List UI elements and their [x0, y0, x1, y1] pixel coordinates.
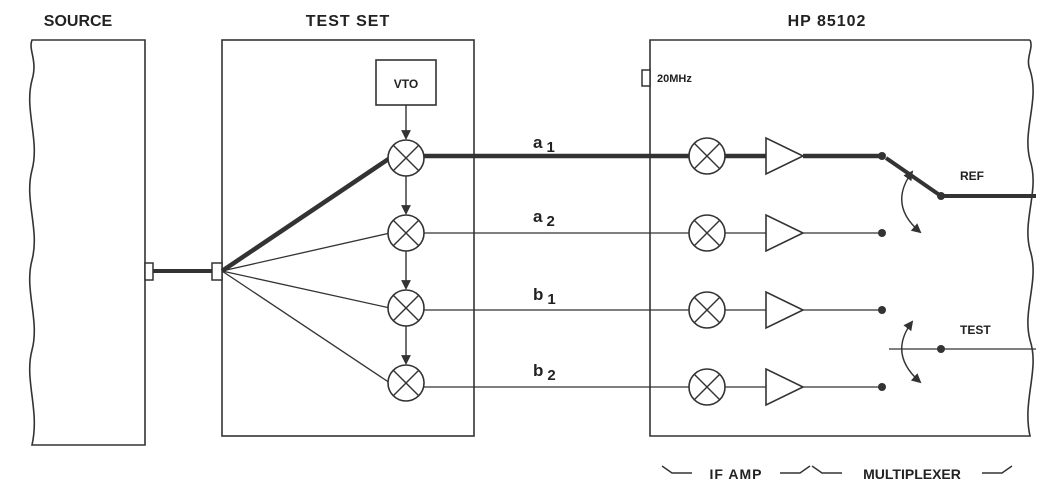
multiplexer-label: MULTIPLEXER	[863, 466, 961, 482]
if-mixer-b2	[688, 368, 726, 406]
clock-connector	[641, 69, 651, 87]
sampler-mixer-a1	[387, 139, 425, 177]
contact-a2	[878, 229, 886, 237]
if-mixer-a2	[688, 214, 726, 252]
feed-line-b2	[221, 270, 391, 384]
contact-b1	[878, 306, 886, 314]
vto-label: VTO	[394, 77, 418, 91]
contact-a1	[878, 152, 886, 160]
analyzer-title: HP 85102	[788, 13, 867, 30]
ref-switch-rotation-arrow	[901, 170, 922, 234]
if-amp-label: IF AMP	[710, 466, 763, 482]
test-set-block	[221, 39, 475, 437]
if-amplifier-b1	[765, 290, 805, 330]
multiplexer-bracket-left	[811, 465, 842, 474]
if-amplifier-b2	[765, 367, 805, 407]
contact-b2	[878, 383, 886, 391]
if-amplifier-a2	[765, 213, 805, 253]
sampler-mixer-a2	[387, 214, 425, 252]
if-amp-bracket-left	[661, 465, 692, 474]
multiplexer-bracket-right	[982, 465, 1013, 474]
source-connector	[144, 262, 154, 281]
test-switch-pivot	[937, 345, 945, 353]
clock-label: 20MHz	[657, 73, 692, 85]
if-amplifier-a1	[765, 136, 805, 176]
if-amp-bracket-right	[780, 465, 811, 474]
test-set-title: TEST SET	[306, 13, 390, 30]
analyzer-block	[649, 39, 1034, 437]
test-switch-rotation-arrow	[901, 320, 922, 384]
test-output-label: TEST	[960, 323, 991, 337]
if-mixer-b1	[688, 291, 726, 329]
ref-switch-arm	[884, 156, 943, 198]
source-title: SOURCE	[44, 13, 113, 30]
ref-output-label: REF	[960, 169, 984, 183]
sampler-mixer-b2	[387, 364, 425, 402]
sampler-mixer-b1	[387, 289, 425, 327]
feed-line-a1	[220, 156, 392, 273]
test-set-connector	[211, 262, 223, 281]
feed-line-a2	[221, 232, 391, 272]
feed-line-b1	[221, 270, 391, 309]
source-block	[28, 39, 146, 446]
if-mixer-a1	[688, 137, 726, 175]
